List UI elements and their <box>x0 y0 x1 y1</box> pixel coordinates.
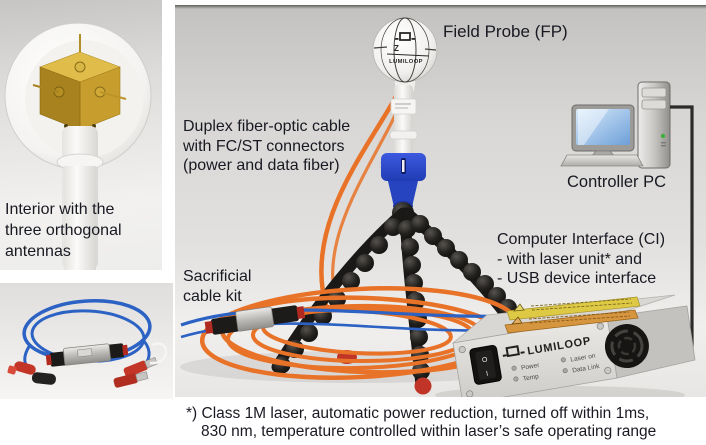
interior-caption-line1: Interior with the <box>5 201 115 218</box>
fan-grille-icon <box>604 324 649 369</box>
sacrificial-cable-label: Sacrificial cable kit <box>183 267 251 307</box>
field-probe-sphere: Z LUMILOOP <box>372 17 438 83</box>
screw-icon <box>604 366 612 375</box>
interior-photo: Interior with the three orthogonal anten… <box>0 0 162 270</box>
computer-interface-label: Computer Interface (CI) - with laser uni… <box>497 230 665 289</box>
duplex-cable-label-line3: (power and data fiber) <box>183 157 340 174</box>
duplex-cable-label-line2: with FC/ST connectors <box>183 137 345 155</box>
computer-interface-label-line3: - USB device interface <box>497 270 657 287</box>
probe-mount-clamp <box>381 153 426 211</box>
probe-stand <box>56 126 104 270</box>
led-label-laser: Laser on <box>570 352 596 363</box>
sacrificial-cable-label-line1: Sacrificial <box>183 268 252 285</box>
duplex-cable-label: Duplex fiber-optic cable with FC/ST conn… <box>183 117 350 176</box>
temp-led-icon <box>513 376 519 382</box>
probe-logo-icon <box>395 32 415 41</box>
switch-on-symbol: I <box>486 371 489 378</box>
led-label-data: Data Link <box>572 363 601 375</box>
cable-kit-graphic <box>7 298 168 388</box>
ci-box: O I LUMILOOP Power Temp <box>451 294 696 397</box>
power-switch: O I <box>469 344 502 385</box>
gold-antenna-cube <box>32 34 127 131</box>
screw-icon <box>596 322 604 330</box>
sacrificial-cable-label-line2: cable kit <box>183 288 242 305</box>
inline-splice <box>45 343 129 367</box>
laser-led-icon <box>560 357 566 363</box>
lumiloop-logo-icon <box>502 345 525 358</box>
interior-caption-line3: antennas <box>5 243 71 260</box>
screw-icon <box>458 345 466 354</box>
laser-warning-labels <box>504 296 641 334</box>
screw-icon <box>466 390 474 397</box>
tripod-red-foot <box>414 377 432 395</box>
controller-pc-label: Controller PC <box>567 173 667 191</box>
led-label-power: Power <box>521 362 541 372</box>
main-photo-graphic: O I LUMILOOP Power Temp <box>180 17 696 397</box>
probe-axis-label: Z <box>394 44 399 53</box>
main-photo: O I LUMILOOP Power Temp <box>175 5 706 397</box>
cable-kit-photo <box>0 283 173 399</box>
field-probe-label: Field Probe (FP) <box>443 22 568 41</box>
orange-riser-cable <box>319 89 405 310</box>
computer-interface-label-line1: Computer Interface (CI) <box>497 231 666 248</box>
pc-power-led <box>660 133 666 139</box>
duplex-cable-label-line1: Duplex fiber-optic cable <box>183 118 351 135</box>
fc-st-connectors <box>7 342 168 388</box>
led-labels: Power Temp Laser on Data Link <box>511 352 601 383</box>
power-led-icon <box>511 365 517 371</box>
sacrificial-kit-connectors <box>204 305 306 335</box>
controller-pc-icon <box>560 81 671 169</box>
led-label-temp: Temp <box>522 373 539 383</box>
laser-footnote-line2: 830 nm, temperature controlled within la… <box>201 423 657 440</box>
data-led-icon <box>562 368 568 374</box>
pc-keyboard-icon <box>560 154 644 167</box>
probe-brand-text: LUMILOOP <box>389 59 423 65</box>
interior-photo-graphic <box>4 22 152 270</box>
switch-off-symbol: O <box>482 356 489 364</box>
fiber-protection-loop <box>149 342 168 365</box>
laser-footnote-line1: *) Class 1M laser, automatic power reduc… <box>186 405 650 422</box>
interior-caption: Interior with the three orthogonal anten… <box>5 199 122 262</box>
interior-caption-line2: three orthogonal <box>5 222 122 239</box>
computer-interface-label-line2: - with laser unit* and <box>497 250 642 268</box>
